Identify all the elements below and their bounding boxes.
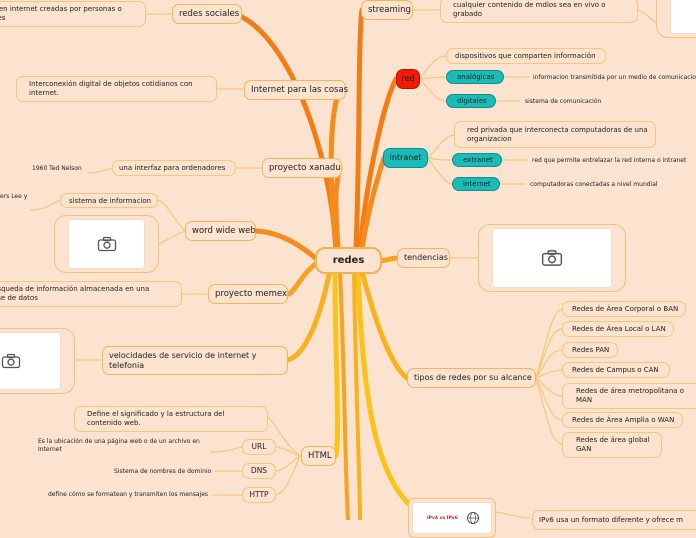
link-www-lee [29, 199, 61, 211]
link-tipos-2 [535, 328, 563, 379]
xanadu-interfaz[interactable]: una interfaz para ordenadores [112, 160, 236, 176]
html-http[interactable]: HTTP [242, 487, 276, 503]
link-www-image [157, 230, 186, 245]
xanadu-ted-nelson: 1960 Ted Nelson [32, 165, 82, 172]
branch-streaming [353, 7, 365, 251]
link-ipv6-text [495, 511, 531, 519]
tipo-red-ban[interactable]: Redes de Área Corporal o BAN [562, 301, 686, 317]
link-red-dispositivos [419, 55, 447, 80]
branch-red [357, 76, 399, 251]
link-tipos-1 [535, 308, 563, 379]
topic-velocidades-servicio[interactable]: velocidades de servicio de internet y te… [102, 346, 288, 375]
branch-bottom-left [338, 270, 350, 520]
link-tipos-4 [535, 369, 563, 379]
branch-ipv6 [355, 269, 413, 508]
topic-html[interactable]: HTML [301, 446, 336, 466]
camera-icon [493, 229, 611, 287]
tipo-red-lan[interactable]: Redes de Área Local o LAN [562, 321, 674, 337]
topic-proyecto-xanadu[interactable]: proyecto xanadu [262, 158, 342, 178]
topic-tipos-de-redes[interactable]: tipos de redes por su alcance [407, 368, 536, 388]
ipv-image-placeholder[interactable]: IPv4 vs IPv6 [408, 498, 496, 538]
memex-description[interactable]: úsqueda de información almacenada en una… [0, 281, 182, 307]
intranet-extranet[interactable]: extranet [452, 153, 502, 167]
link-html-http [275, 455, 301, 496]
topic-internet-para-las-cosas[interactable]: Internet para las cosas [244, 80, 348, 100]
ipv-comparison-image: IPv4 vs IPv6 [413, 503, 491, 533]
branch-memex [285, 259, 321, 297]
link-tipos-3 [535, 349, 563, 379]
link-red-digitales [419, 78, 447, 102]
www-image-placeholder[interactable] [54, 215, 159, 273]
link-tipos-7 [535, 377, 563, 445]
www-berners-lee: ers Lee y [0, 193, 28, 200]
tendencias-image-placeholder[interactable] [478, 224, 626, 292]
tipo-red-can[interactable]: Redes de Campus o CAN [562, 362, 670, 378]
branch-html [332, 269, 341, 459]
central-topic-redes[interactable]: redes [315, 247, 382, 274]
tipo-red-man[interactable]: Redes de área metropolitana o MAN [562, 383, 696, 409]
link-url-text [209, 446, 243, 453]
topic-tendencias[interactable]: tendencias [397, 248, 450, 268]
html-definition[interactable]: Define el significado y la estructura de… [74, 406, 268, 432]
link-tipos-6 [535, 377, 563, 421]
topic-streaming[interactable]: streaming [361, 0, 413, 20]
tipo-red-wan[interactable]: Redes de Área Amplia o WAN [562, 412, 683, 428]
topic-proyecto-memex[interactable]: proyecto memex [208, 284, 288, 304]
topic-intranet[interactable]: intranet [383, 148, 428, 168]
internet-description: computadoras conectadas a nivel mundial [530, 181, 658, 188]
intranet-description[interactable]: red privada que interconecta computadora… [454, 121, 656, 148]
branch-tipos [359, 269, 410, 381]
link-html-define [267, 417, 301, 457]
link-intranet-internet [427, 157, 453, 185]
intranet-internet[interactable]: internet [452, 177, 500, 191]
link-red-analogicas [419, 76, 447, 80]
red-dispositivos[interactable]: dispositivos que comparten información [446, 48, 606, 64]
link-xanadu-ted [87, 167, 113, 174]
topic-word-wide-web[interactable]: word wide web [185, 221, 256, 241]
camera-icon [0, 333, 60, 389]
streaming-image [671, 0, 696, 33]
ipv6-description[interactable]: IPv6 usa un formato diferente y ofrece m [532, 510, 696, 530]
link-intranet-extranet [427, 157, 453, 161]
ipv-image-caption: IPv4 vs IPv6 [427, 515, 458, 521]
redes-sociales-description[interactable]: s en internet creadas por personas o nes [0, 1, 146, 27]
branch-velocidades [285, 267, 333, 363]
branch-tendencias [377, 255, 401, 264]
html-dns[interactable]: DNS [242, 463, 276, 479]
tipo-red-gan[interactable]: Redes de área global GAN [562, 432, 662, 458]
streaming-image-placeholder[interactable] [656, 0, 696, 38]
www-sistema-informacion[interactable]: sistema de informacion [60, 193, 158, 208]
streaming-description[interactable]: cualquier contenido de mdios sea en vivo… [440, 0, 638, 23]
iot-description[interactable]: Interconexión digital de objetos cotidia… [16, 76, 217, 102]
link-intranet-text [427, 134, 455, 159]
extranet-description: red que permite entrelazar la red intern… [532, 157, 687, 164]
http-description: define cómo se formatean y transmiten lo… [48, 491, 209, 498]
link-html-url [275, 446, 301, 457]
topic-redes-sociales[interactable]: redes sociales [172, 4, 242, 24]
tipo-red-pan[interactable]: Redes PAN [562, 342, 618, 358]
link-tipos-5 [535, 377, 563, 397]
topic-red[interactable]: red [396, 69, 420, 89]
dns-description: Sistema de nombres de dominio [114, 468, 212, 475]
url-description: Es la ubicación de una página web o de u… [38, 438, 200, 453]
link-www-sistema [157, 199, 186, 232]
link-html-dns [275, 455, 301, 472]
branch-intranet [359, 155, 387, 251]
red-digitales[interactable]: digitales [446, 94, 496, 108]
branch-xanadu [333, 165, 343, 251]
branch-redes-sociales [237, 13, 339, 251]
red-analogicas[interactable]: analógicas [446, 70, 504, 84]
globe-icon [466, 512, 479, 524]
digitales-description: sistema de comunicación [525, 98, 602, 105]
velocidades-image-placeholder[interactable] [0, 328, 75, 394]
branch-www [253, 228, 321, 263]
camera-icon [69, 220, 144, 268]
branch-bottom-right [352, 270, 362, 520]
analogicas-description: informacion transmitida por un medio de … [533, 74, 696, 81]
html-url[interactable]: URL [242, 439, 276, 455]
